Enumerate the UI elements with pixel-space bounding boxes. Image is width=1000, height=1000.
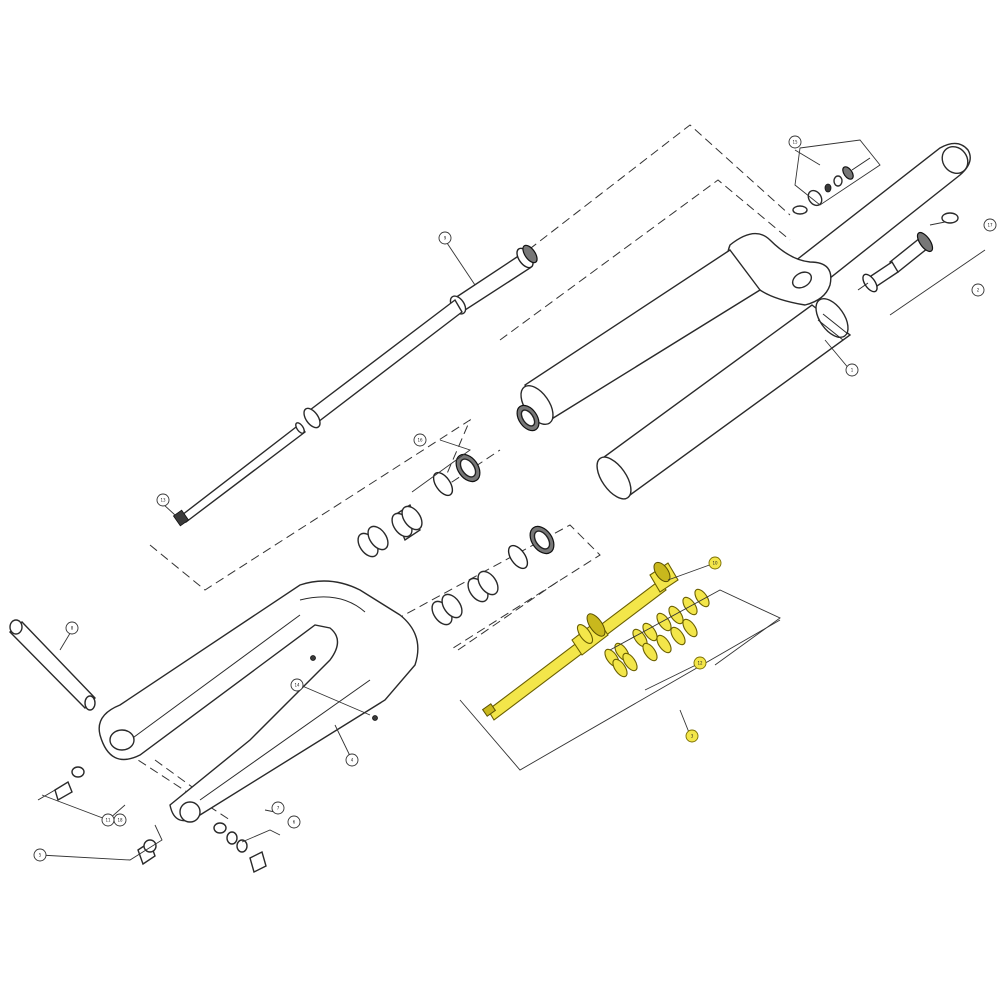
callout-7: 7 [271, 801, 285, 815]
callout-3: 3 [685, 729, 699, 743]
callout-15: 15 [788, 135, 802, 149]
air-spring-assembly [172, 244, 538, 527]
svg-text:15: 15 [792, 140, 798, 145]
callout-13: 13 [156, 493, 170, 507]
callout-10: 10 [708, 556, 722, 570]
svg-text:16: 16 [417, 438, 423, 443]
svg-text:4: 4 [351, 758, 354, 763]
svg-text:9: 9 [444, 236, 447, 241]
svg-text:12: 12 [697, 661, 703, 666]
assembly-guide-lines [114, 124, 791, 821]
svg-text:6: 6 [293, 820, 296, 825]
callout-6: 6 [287, 815, 301, 829]
svg-text:2: 2 [977, 288, 980, 293]
thru-axle [8, 619, 96, 711]
leader-lines [39, 139, 986, 861]
svg-text:11: 11 [105, 818, 111, 823]
svg-text:3: 3 [691, 734, 694, 739]
callout-2: 2 [971, 283, 985, 297]
lower-leg-casting [98, 580, 419, 823]
callout-9: 9 [438, 231, 452, 245]
callout-12: 12 [693, 656, 707, 670]
callout-11: 11 [101, 813, 115, 827]
callout-4: 4 [345, 753, 359, 767]
svg-text:13: 13 [160, 498, 166, 503]
callout-1: 1 [845, 363, 859, 377]
highlighted-damper-assembly [481, 561, 710, 721]
shim-stack [604, 588, 710, 678]
callout-14: 14 [290, 678, 304, 692]
callout-16: 16 [413, 433, 427, 447]
svg-text:14: 14 [294, 683, 300, 688]
svg-text:18: 18 [117, 818, 123, 823]
callout-18: 18 [113, 813, 127, 827]
bottom-hardware [37, 766, 267, 874]
svg-text:5: 5 [39, 853, 42, 858]
svg-text:1: 1 [851, 368, 854, 373]
callout-5: 5 [33, 848, 47, 862]
svg-text:17: 17 [987, 223, 993, 228]
seal-bushing-set [357, 404, 555, 626]
crown-steerer-assembly [520, 142, 971, 500]
svg-text:7: 7 [277, 806, 280, 811]
compression-damper-assembly [857, 212, 959, 293]
callout-8: 8 [65, 621, 79, 635]
top-cap-assembly [792, 157, 871, 215]
svg-text:8: 8 [71, 626, 74, 631]
svg-text:10: 10 [712, 561, 718, 566]
callout-17: 17 [983, 218, 997, 232]
